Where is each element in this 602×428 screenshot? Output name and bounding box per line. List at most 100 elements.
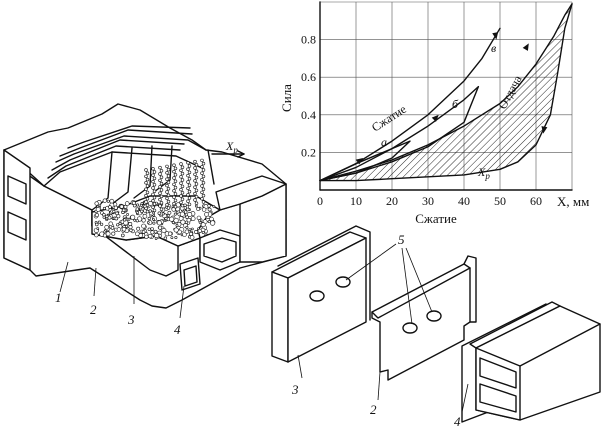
bead xyxy=(200,165,204,169)
bead xyxy=(130,214,136,220)
filler-beads xyxy=(93,158,216,240)
bead xyxy=(104,225,109,230)
bead xyxy=(135,219,139,223)
xp-annotation-x: X xyxy=(477,165,486,179)
bead xyxy=(166,187,171,191)
plate-3-label: 3 xyxy=(291,382,299,397)
bead xyxy=(166,193,171,197)
bead xyxy=(121,227,127,232)
x-axis-unit: X, мм xyxy=(557,194,589,209)
bead xyxy=(201,168,206,172)
bead xyxy=(201,161,206,166)
bead xyxy=(201,193,206,198)
bead xyxy=(179,181,183,185)
bead xyxy=(165,171,169,175)
bead xyxy=(151,205,155,209)
bead xyxy=(196,215,202,221)
bead xyxy=(111,231,116,236)
bead xyxy=(133,218,137,222)
bead xyxy=(152,221,156,225)
callout-3: 3 xyxy=(127,312,135,327)
bead xyxy=(184,220,189,224)
bead xyxy=(186,186,190,191)
bead xyxy=(109,198,115,204)
plate-2-label: 2 xyxy=(370,402,377,417)
bead xyxy=(107,215,112,220)
bead xyxy=(159,175,164,179)
bead xyxy=(201,181,206,185)
bead xyxy=(151,199,155,203)
bead xyxy=(180,191,185,195)
callout-5-label: 5 xyxy=(398,232,405,247)
bead xyxy=(180,171,185,176)
bead xyxy=(186,161,190,165)
block-4-window-top xyxy=(479,357,517,389)
bead xyxy=(187,189,192,194)
housing-left-end xyxy=(3,149,31,271)
arrow-icon xyxy=(355,158,364,165)
bead xyxy=(169,216,175,222)
bead xyxy=(144,200,148,204)
bead xyxy=(96,227,100,230)
bead xyxy=(193,159,197,164)
bead xyxy=(167,210,172,215)
bead xyxy=(138,205,143,210)
xp-annotation: Xр xyxy=(477,165,490,181)
bead xyxy=(165,203,169,207)
bead xyxy=(188,228,192,232)
bead xyxy=(172,169,176,174)
bead xyxy=(173,227,179,233)
curve-label-b: б xyxy=(452,97,459,111)
bead xyxy=(166,167,171,172)
window-upper xyxy=(7,175,27,205)
plate-2-edge xyxy=(371,267,471,319)
bead xyxy=(145,177,150,182)
bead xyxy=(123,204,128,209)
bead xyxy=(145,184,150,188)
bead xyxy=(197,228,202,233)
block-4-label: 4 xyxy=(454,414,461,428)
bead xyxy=(152,211,156,215)
bead xyxy=(194,169,199,173)
bead xyxy=(110,226,115,230)
bead xyxy=(165,164,169,169)
bead xyxy=(179,200,183,205)
bead xyxy=(126,213,130,216)
bead xyxy=(102,213,106,217)
bead xyxy=(200,171,204,175)
bead xyxy=(116,223,120,227)
dimension-label-x: X xyxy=(225,139,234,153)
bead xyxy=(150,230,155,235)
bead xyxy=(187,164,192,168)
bead xyxy=(151,173,155,177)
bead xyxy=(151,186,155,190)
bead xyxy=(172,189,176,193)
y-axis-label: Сила xyxy=(279,84,294,112)
callout-4: 4 xyxy=(174,322,181,337)
bead xyxy=(175,202,181,208)
bead xyxy=(198,219,202,223)
bead xyxy=(196,207,201,211)
bead xyxy=(118,222,122,226)
y-tick-label: 0.2 xyxy=(301,145,316,159)
bead xyxy=(180,197,185,201)
bead xyxy=(112,209,116,214)
bead xyxy=(163,236,168,240)
bead xyxy=(179,187,183,192)
bead xyxy=(207,207,212,212)
bead xyxy=(144,234,149,239)
bead xyxy=(187,212,193,218)
bead xyxy=(165,190,169,194)
bead xyxy=(152,195,157,200)
bead xyxy=(187,183,192,187)
bead xyxy=(186,193,190,197)
dimension-label: Xр xyxy=(225,139,238,155)
bead xyxy=(144,174,148,179)
bead xyxy=(200,184,204,188)
bead xyxy=(180,178,185,182)
bead xyxy=(135,207,140,211)
bead xyxy=(123,218,127,222)
bead xyxy=(204,212,209,217)
bead xyxy=(184,210,188,214)
